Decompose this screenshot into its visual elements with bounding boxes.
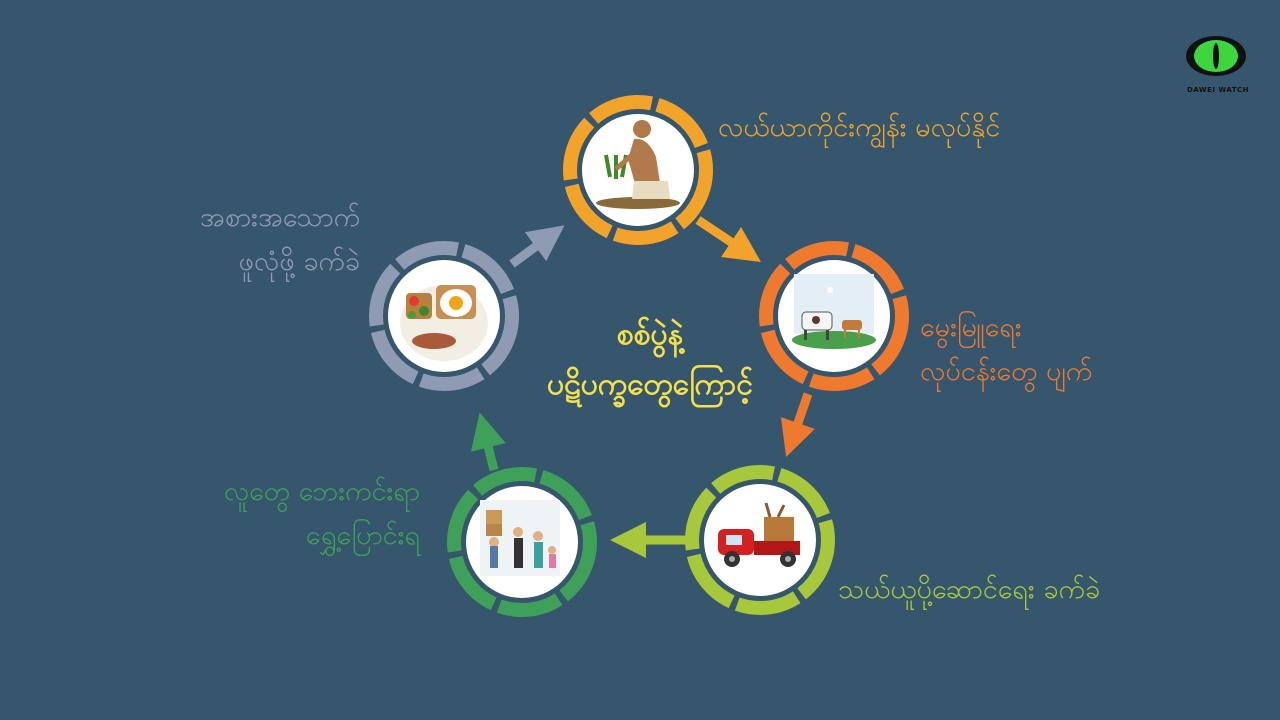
label-food: အစားအသောက် ဖူလုံဖို့ ခက်ခဲ (120, 196, 360, 284)
label-farming: လယ်ယာကိုင်းကျွန်း မလုပ်နိုင် (718, 106, 1000, 150)
green-eye-icon (1186, 36, 1246, 76)
stage-ring-livestock (759, 241, 909, 391)
livestock-icon (792, 274, 876, 349)
stage-ring-transport (685, 465, 835, 615)
label-transport: သယ်ယူပို့ဆောင်ရေး ခက်ခဲ (838, 568, 1100, 612)
logo-text: DAWEI WATCH (1186, 86, 1249, 94)
stage-image-bg-transport (704, 484, 816, 596)
transport-truck-icon (718, 502, 800, 567)
food-plate-icon (400, 285, 488, 361)
farmer-planting-icon (596, 120, 680, 209)
label-food-line1: အစားအသောက် (200, 202, 360, 233)
label-transport-line1: သယ်ယူပို့ဆောင်ရေး ခက်ခဲ (838, 574, 1101, 605)
center-title-line1: စစ်ပွဲနဲ့ (616, 317, 684, 352)
displaced-people-icon (480, 500, 560, 576)
label-displacement-line1: လူတွေ ဘေးကင်းရာ (223, 476, 420, 507)
stage-ring-displacement (447, 467, 597, 617)
center-title-line2: ပဋိပက္ခတွေကြောင့် (547, 367, 753, 402)
label-displacement: လူတွေ ဘေးကင်းရာ ရွှေ့ပြောင်းရ (150, 470, 420, 558)
label-farming-line1: လယ်ယာကိုင်းကျွန်း မလုပ်နိုင် (718, 112, 1001, 143)
stage-ring-food (369, 241, 519, 391)
center-title: စစ်ပွဲနဲ့ ပဋိပက္ခတွေကြောင့် (500, 310, 800, 410)
label-livestock-line2: လုပ်ငန်းတွေ ပျက် (920, 356, 1093, 387)
label-livestock-line1: မွေးမြူရေး (920, 312, 1022, 343)
stage-circle-transport (685, 465, 835, 615)
label-food-line2: ဖူလုံဖို့ ခက်ခဲ (238, 246, 360, 277)
arrow-displacement-to-food (470, 412, 506, 472)
label-displacement-line2: ရွှေ့ပြောင်းရ (305, 520, 420, 551)
arrow-food-to-farming (509, 225, 565, 268)
arrow-livestock-to-transport (780, 392, 815, 458)
arrow-farming-to-livestock (695, 216, 761, 262)
stage-ring-farming (563, 95, 713, 245)
label-livestock: မွေးမြူရေး လုပ်ငန်းတွေ ပျက် (920, 306, 1092, 394)
